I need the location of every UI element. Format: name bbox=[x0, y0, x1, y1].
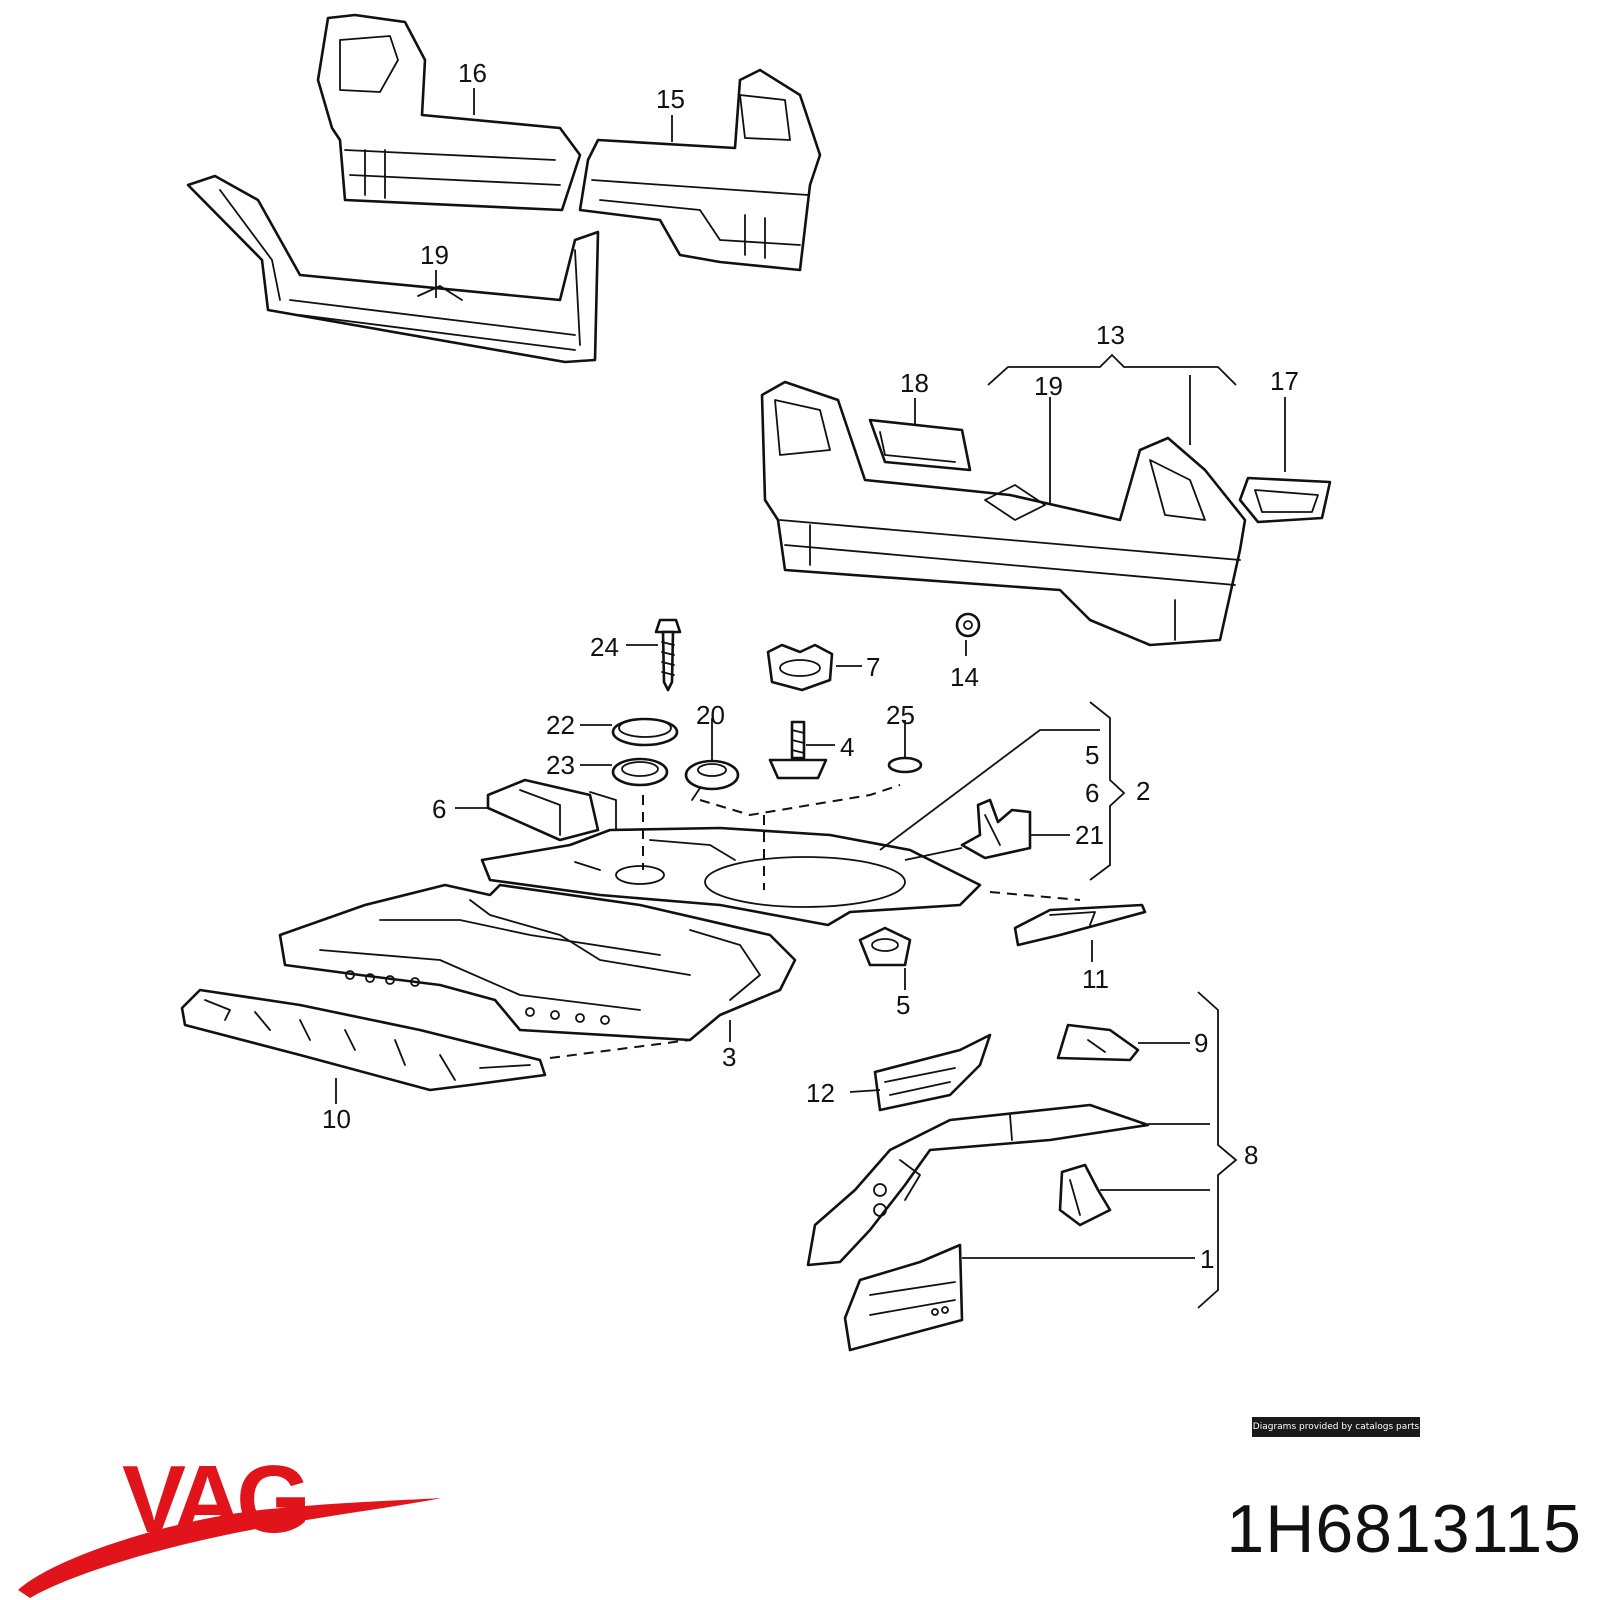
part-number: 1H6813115 bbox=[1226, 1491, 1582, 1567]
callout-9: 9 bbox=[1194, 1028, 1208, 1058]
callout-17: 17 bbox=[1270, 366, 1299, 396]
part-17-bracket bbox=[1238, 476, 1332, 524]
part-9-bracket bbox=[1056, 1023, 1140, 1062]
part-6-bracket bbox=[486, 778, 617, 842]
callout-23: 23 bbox=[546, 750, 575, 780]
callout-19-top: 19 bbox=[420, 240, 449, 270]
part-7-nut-cap bbox=[766, 643, 834, 692]
callout-19-right: 19 bbox=[1034, 371, 1063, 401]
logo-wordmark: VAG bbox=[122, 1446, 305, 1553]
part-11-bracket bbox=[1013, 903, 1147, 947]
part-12-reinforcement bbox=[873, 1033, 992, 1112]
part-22-ring bbox=[611, 717, 679, 747]
callouts: 16 15 19 13 18 19 17 24 7 14 22 20 4 25 … bbox=[322, 58, 1299, 1274]
part-19-sill-upper bbox=[186, 174, 600, 364]
part-14-plug bbox=[955, 612, 981, 638]
part-3-main-floor bbox=[278, 883, 797, 1042]
part-10-crossmember bbox=[180, 988, 547, 1092]
part-16-side-panel bbox=[316, 13, 582, 212]
callout-7: 7 bbox=[866, 652, 880, 682]
part-18-bracket bbox=[868, 418, 972, 472]
callout-12: 12 bbox=[806, 1078, 835, 1108]
part-8-bracket bbox=[1058, 1163, 1112, 1227]
part-23-grommet bbox=[611, 757, 669, 787]
callout-8: 8 bbox=[1244, 1140, 1258, 1170]
assembly-lines bbox=[549, 784, 1081, 1059]
callout-15: 15 bbox=[656, 84, 685, 114]
callout-5-bottom: 5 bbox=[896, 990, 910, 1020]
callout-2: 2 bbox=[1136, 776, 1150, 806]
logo-swoosh bbox=[18, 1498, 440, 1598]
callout-25: 25 bbox=[886, 700, 915, 730]
callout-1: 1 bbox=[1200, 1244, 1214, 1274]
callout-10: 10 bbox=[322, 1104, 351, 1134]
part-5-mount bbox=[858, 926, 912, 967]
part-15-side-panel bbox=[578, 68, 822, 272]
part-20-grommet bbox=[684, 759, 740, 801]
callout-3: 3 bbox=[722, 1042, 736, 1072]
diagram-credit: Diagrams provided by catalogs parts bbox=[1252, 1417, 1420, 1437]
part-25-washer bbox=[887, 756, 923, 774]
callout-4: 4 bbox=[840, 732, 854, 762]
callout-6-left: 6 bbox=[432, 794, 446, 824]
part-24-screw bbox=[654, 618, 682, 692]
part-2-rear-floor bbox=[480, 826, 982, 927]
part-1-rail bbox=[843, 1243, 964, 1352]
callout-6-right: 6 bbox=[1085, 778, 1099, 808]
callout-22: 22 bbox=[546, 710, 575, 740]
part-13-sill-assembly bbox=[760, 380, 1247, 647]
callout-20: 20 bbox=[696, 700, 725, 730]
part-4-stud bbox=[768, 720, 828, 780]
part-21-bracket bbox=[960, 798, 1032, 860]
leader-lines bbox=[335, 88, 1286, 1309]
callout-5-top: 5 bbox=[1085, 740, 1099, 770]
callout-14: 14 bbox=[950, 662, 979, 692]
callout-16: 16 bbox=[458, 58, 487, 88]
callout-24: 24 bbox=[590, 632, 619, 662]
part-8-rear-member bbox=[806, 1103, 1150, 1267]
callout-13: 13 bbox=[1096, 320, 1125, 350]
callout-18: 18 bbox=[900, 368, 929, 398]
brand-logo: VAG bbox=[18, 1446, 440, 1598]
callout-21: 21 bbox=[1075, 820, 1104, 850]
callout-11: 11 bbox=[1082, 964, 1109, 994]
